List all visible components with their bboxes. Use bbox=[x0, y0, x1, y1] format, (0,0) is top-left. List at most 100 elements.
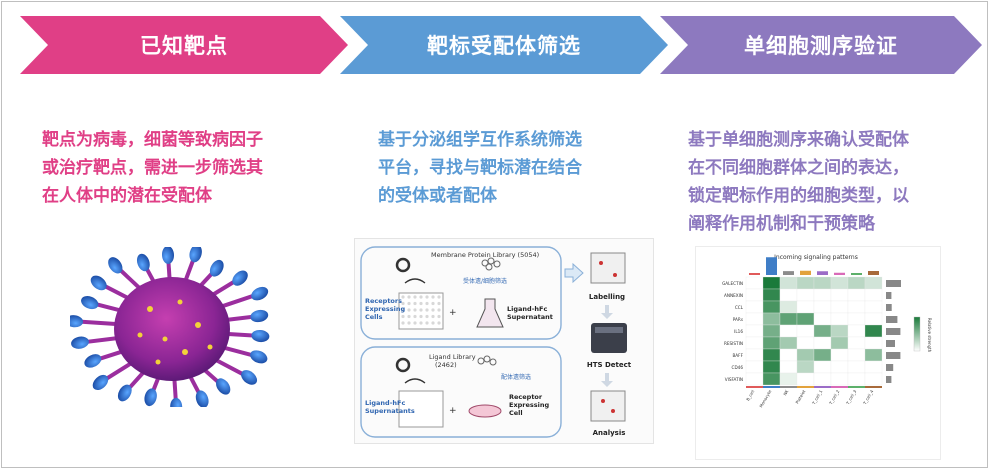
heatmap-cell bbox=[796, 300, 815, 314]
heatmap-cell bbox=[779, 372, 798, 386]
heatmap-row-label: ANNEXIN bbox=[724, 293, 743, 298]
heatmap-cell bbox=[796, 372, 815, 386]
heatmap-cell bbox=[813, 276, 832, 290]
virus-spike-tip bbox=[241, 370, 258, 385]
heatmap-col-total-bar bbox=[868, 271, 879, 275]
virus-spike-tip bbox=[250, 350, 268, 364]
heatmap-row-label: RESISTIN bbox=[724, 341, 743, 346]
heatmap-col-color-strip bbox=[797, 386, 814, 388]
receptor-screen-label: 受体遗/细胞筛选 bbox=[463, 277, 507, 285]
step-3-line: 锁定靶标作用的细胞类型，以 bbox=[688, 186, 909, 206]
heatmap-right-bars bbox=[886, 280, 901, 383]
heatmap-cell bbox=[762, 300, 781, 314]
well-dot bbox=[419, 295, 423, 299]
plus-sign: + bbox=[449, 308, 457, 318]
virus-spike-tip bbox=[71, 336, 89, 349]
heatmap-cell bbox=[813, 336, 832, 350]
heatmap-cell bbox=[847, 288, 866, 302]
virus-spike-tip bbox=[209, 259, 224, 277]
step-3-title: 单细胞测序验证 bbox=[744, 34, 898, 58]
flow-arrow-icon bbox=[564, 262, 584, 284]
heatmap-col-color-strip bbox=[848, 386, 865, 388]
library-ring-icon bbox=[395, 357, 411, 373]
heatmap-col-label: Monocyte bbox=[758, 389, 772, 409]
heatmap-row-total-bar bbox=[886, 304, 892, 311]
heatmap-row-label: VISFATIN bbox=[725, 377, 743, 382]
heatmap-cell bbox=[813, 372, 832, 386]
step-3-line: 阐释作用机制和干预策略 bbox=[688, 214, 875, 234]
well-dot bbox=[419, 308, 423, 312]
heatmap-cell bbox=[864, 324, 883, 338]
heatmap-cell bbox=[830, 312, 849, 326]
heatmap-cell bbox=[745, 360, 764, 374]
well-dot bbox=[431, 301, 435, 306]
well-plate-dots bbox=[401, 295, 441, 325]
heatmap-col-total-bar bbox=[783, 271, 794, 275]
heatmap-cell bbox=[864, 312, 883, 326]
well-dot bbox=[437, 308, 441, 312]
heatmap-cell bbox=[830, 324, 849, 338]
well-dot bbox=[431, 308, 435, 312]
step-2-description: 基于分泌组学互作系统筛选 平台，寻找与靶标潜在结合 的受体或者配体 bbox=[378, 126, 668, 210]
hts-detect-label: HTS Detect bbox=[587, 361, 632, 369]
heatmap-cell bbox=[762, 276, 781, 290]
heatmap-cell bbox=[830, 300, 849, 314]
virus-spike-tip bbox=[161, 247, 175, 264]
down-arrow-icon bbox=[601, 373, 613, 387]
step-1-description: 靶点为病毒，细菌等致病因子 或治疗靶点，需进一步筛选其 在人体中的潜在受配体 bbox=[42, 126, 332, 210]
step-1-line: 靶点为病毒，细菌等致病因子 bbox=[42, 130, 263, 150]
library-ring-icon bbox=[395, 257, 411, 273]
step-2-line: 平台，寻找与靶标潜在结合 bbox=[378, 158, 582, 178]
well-dot bbox=[437, 321, 441, 325]
virus-spike-tip bbox=[144, 388, 157, 407]
heatmap-row-label: PARs bbox=[733, 317, 743, 322]
heatmap-cell bbox=[779, 336, 798, 350]
virus-spike-tip bbox=[170, 397, 183, 407]
heatmap-cell bbox=[779, 312, 798, 326]
heatmap-cell bbox=[847, 276, 866, 290]
heatmap-cell bbox=[864, 336, 883, 350]
heatmap-cell bbox=[847, 300, 866, 314]
heatmap-cell bbox=[762, 372, 781, 386]
well-dot bbox=[413, 314, 417, 319]
virus-spike-tip bbox=[84, 354, 102, 368]
heatmap-cell bbox=[830, 372, 849, 386]
well-dot bbox=[431, 321, 435, 325]
screening-platform-diagram: Membrane Protein Library (5054) 受体遗/细胞筛选… bbox=[354, 238, 654, 444]
heatmap-col-total-bar bbox=[800, 270, 811, 275]
heatmap-cell bbox=[864, 300, 883, 314]
virus-spike-tip bbox=[92, 374, 109, 391]
heatmap-cells bbox=[745, 276, 883, 386]
heatmap-cell bbox=[779, 288, 798, 302]
heatmap-cell bbox=[830, 276, 849, 290]
labelling-label: Labelling bbox=[589, 293, 625, 301]
heatmap-cell bbox=[762, 348, 781, 362]
virus-spike-tip bbox=[81, 296, 99, 310]
heatmap-cell bbox=[779, 360, 798, 374]
virus-spike-tip bbox=[251, 329, 270, 343]
virus-body bbox=[114, 277, 230, 381]
heatmap-col-total-bar bbox=[851, 273, 862, 275]
heatmap-cell bbox=[830, 348, 849, 362]
virus-spike-tip bbox=[195, 390, 209, 407]
analysis-plate-icon bbox=[590, 390, 626, 422]
ligand-screen-label: 配体遗筛选 bbox=[501, 373, 531, 381]
well-dot bbox=[413, 321, 417, 325]
heatmap-col-label: B_cell bbox=[745, 389, 755, 402]
protein-cluster-icon bbox=[477, 355, 497, 366]
well-dot bbox=[407, 295, 411, 299]
well-dot bbox=[407, 308, 411, 312]
labelling-plate-icon bbox=[590, 252, 626, 284]
heatmap-cell bbox=[745, 276, 764, 290]
heatmap-cell bbox=[762, 324, 781, 338]
heatmap-cell bbox=[813, 324, 832, 338]
heatmap-row-total-bar bbox=[886, 376, 892, 383]
heatmap-cell bbox=[796, 288, 815, 302]
heatmap-row-total-bar bbox=[886, 316, 898, 323]
heatmap-cell bbox=[864, 348, 883, 362]
virus-spike-tip bbox=[70, 315, 84, 328]
well-dot bbox=[407, 301, 411, 306]
